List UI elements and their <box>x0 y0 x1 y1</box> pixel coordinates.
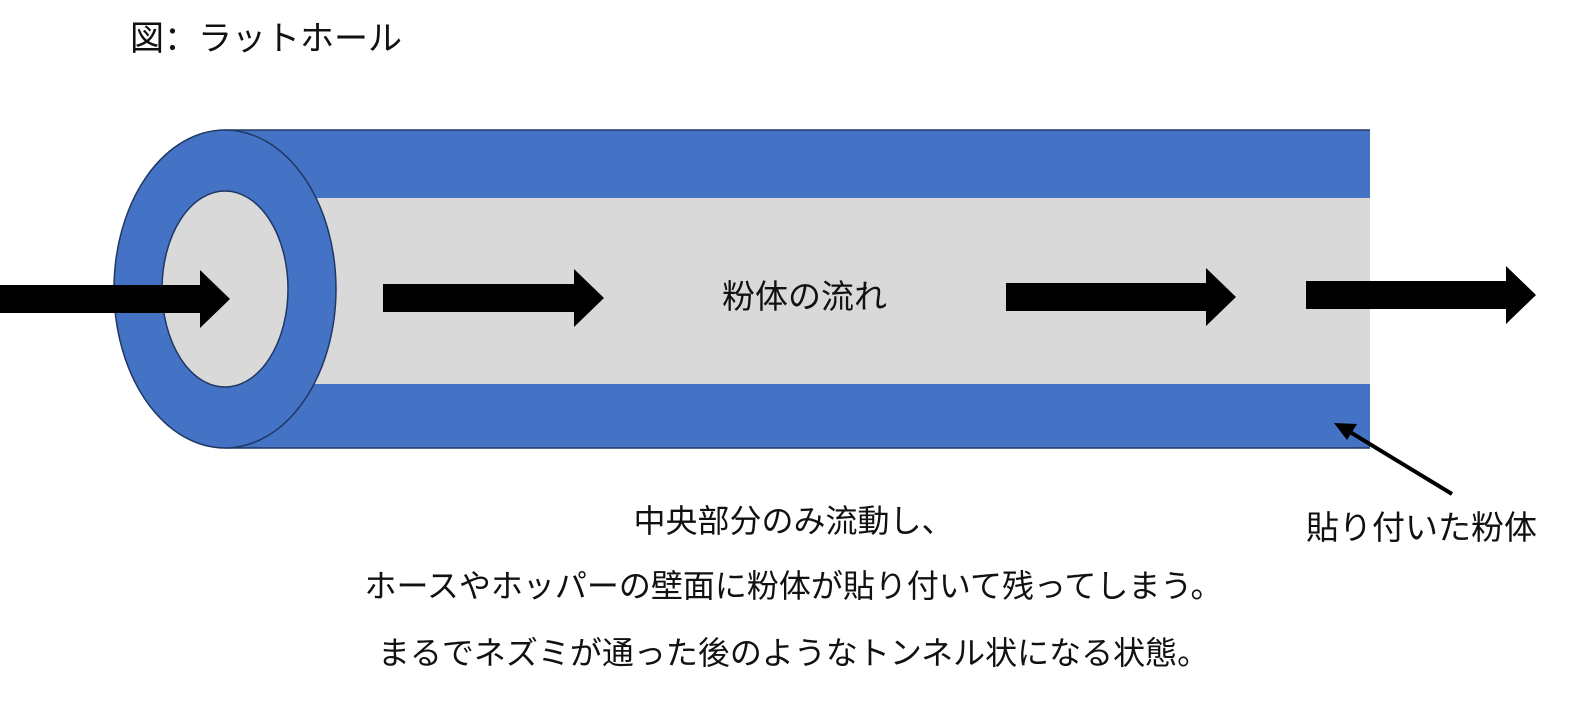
stuck-powder-pointer-head <box>1334 423 1357 440</box>
stuck-powder-pointer-line <box>1348 430 1454 496</box>
figure-title: 図：ラットホール <box>130 19 402 59</box>
stuck-powder-label: 貼り付いた粉体 <box>1306 508 1537 547</box>
description-line-2: ホースやホッパーの壁面に粉体が貼り付いて残ってしまう。 <box>364 567 1223 605</box>
flow-arrow-1 <box>383 269 604 327</box>
description-line-1: 中央部分のみ流動し、 <box>633 502 954 540</box>
description-line-3: まるでネズミが通った後のようなトンネル状になる状態。 <box>377 634 1210 672</box>
flow-arrow-outlet <box>1306 266 1536 324</box>
flow-arrow-inlet <box>0 270 230 328</box>
flow-arrow-2 <box>1006 268 1236 326</box>
flow-label: 粉体の流れ <box>722 277 887 316</box>
